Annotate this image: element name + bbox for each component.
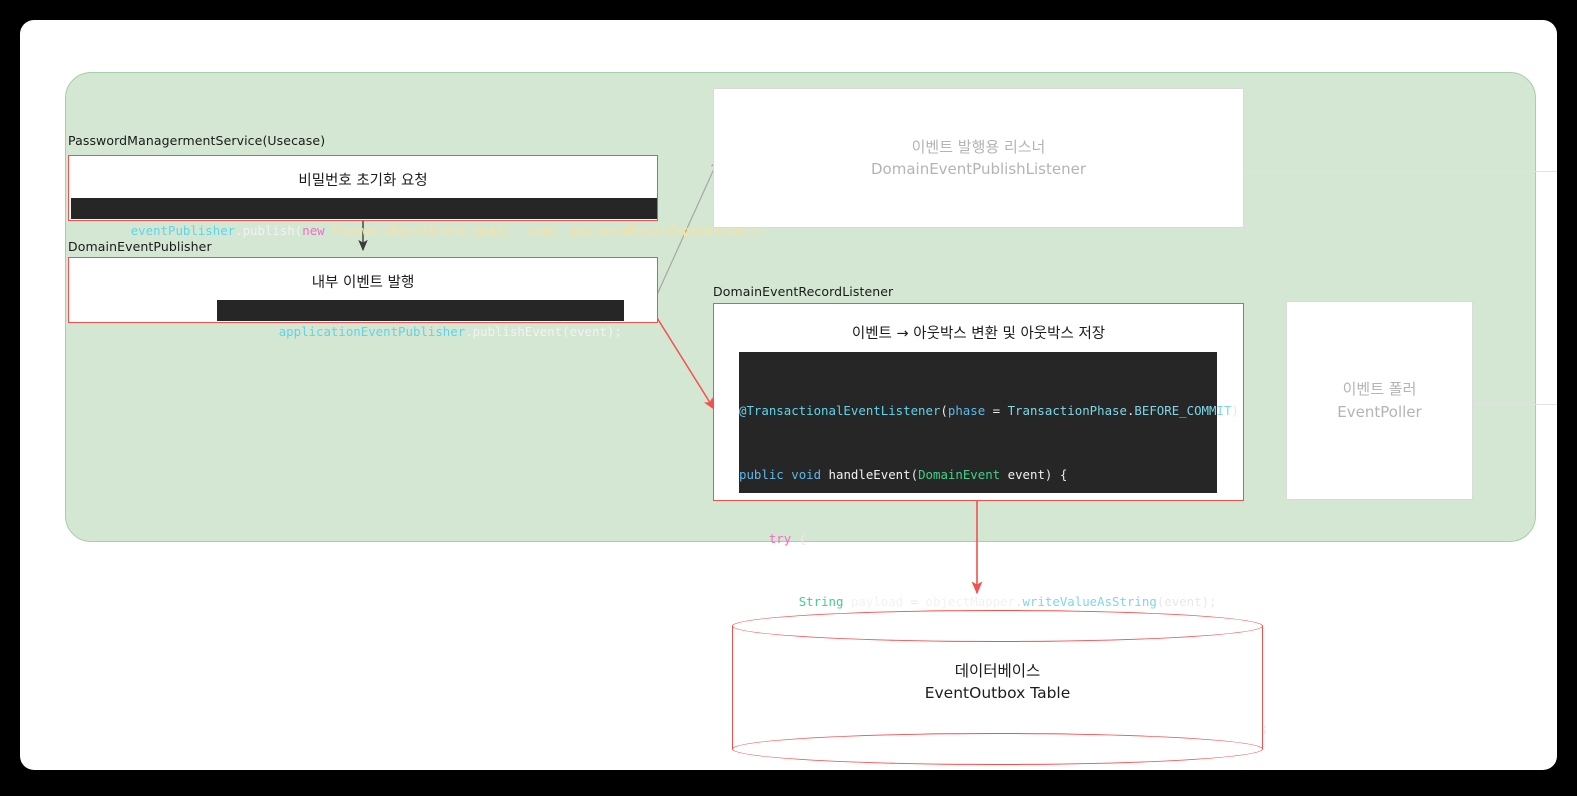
cylinder-top-ellipse bbox=[732, 610, 1263, 642]
record-listener-group-label: DomainEventRecordListener bbox=[713, 284, 894, 299]
cylinder-body bbox=[732, 626, 1263, 749]
internal-event-publish-code: applicationEventPublisher.publishEvent(e… bbox=[217, 300, 624, 339]
usecase-group-label: PasswordManagermentService(Usecase) bbox=[68, 133, 326, 148]
database-line2: EventOutbox Table bbox=[924, 684, 1071, 703]
code-token-publish-event-call: .publishEvent(event); bbox=[465, 324, 622, 339]
publish-listener-line1: 이벤트 발행용 리스너 bbox=[911, 137, 1046, 156]
code-token-new-keyword: new bbox=[302, 223, 325, 238]
publish-listener-outbound-line bbox=[1243, 171, 1557, 172]
password-reset-request-box: 비밀번호 초기화 요청 eventPublisher.publish(new P… bbox=[68, 155, 765, 238]
code-line-2: try { bbox=[768, 530, 807, 546]
diagram-canvas: PasswordManagermentService(Usecase) 비밀번호… bbox=[20, 20, 1557, 770]
event-poller-outbound-line bbox=[1473, 404, 1557, 405]
code-line-3: String payload = objectMapper.writeValue… bbox=[798, 594, 1217, 610]
code-token-event-class: PasswordResetEvent bbox=[324, 223, 467, 238]
internal-event-publish-box: 내부 이벤트 발행 applicationEventPublisher.publ… bbox=[68, 257, 658, 339]
database-label: 데이터베이스 EventOutbox Table bbox=[732, 660, 1263, 705]
event-to-outbox-code: @TransactionalEventListener(phase = Tran… bbox=[739, 352, 1269, 736]
code-token-publish-call: .publish( bbox=[235, 223, 303, 238]
publisher-group-label: DomainEventPublisher bbox=[68, 239, 212, 254]
code-token-application-event-publisher: applicationEventPublisher bbox=[278, 324, 466, 339]
event-to-outbox-box: 이벤트 → 아웃박스 변환 및 아웃박스 저장 @TransactionalEv… bbox=[713, 303, 1269, 736]
event-poller-line2: EventPoller bbox=[1337, 402, 1422, 421]
event-poller-box: 이벤트 폴러 EventPoller bbox=[1286, 301, 1473, 500]
database-cylinder: 데이터베이스 EventOutbox Table bbox=[732, 610, 1263, 765]
password-reset-request-title: 비밀번호 초기화 요청 bbox=[298, 173, 428, 189]
password-reset-request-code: eventPublisher.publish(new PasswordReset… bbox=[71, 198, 765, 238]
domain-event-publish-listener-box: 이벤트 발행용 리스너 DomainEventPublishListener bbox=[713, 88, 1244, 228]
event-poller-line1: 이벤트 폴러 bbox=[1342, 380, 1417, 398]
cylinder-bottom-ellipse bbox=[732, 733, 1263, 765]
code-line-0: @TransactionalEventListener(phase = Tran… bbox=[739, 403, 1239, 419]
event-to-outbox-title: 이벤트 → 아웃박스 변환 및 아웃박스 저장 bbox=[851, 326, 1106, 342]
database-line1: 데이터베이스 bbox=[954, 662, 1041, 680]
code-token-event-publisher: eventPublisher bbox=[130, 223, 236, 238]
code-line-1: public void handleEvent(DomainEvent even… bbox=[739, 467, 1068, 483]
publish-listener-line2: DomainEventPublishListener bbox=[871, 160, 1086, 178]
internal-event-publish-title: 내부 이벤트 발행 bbox=[311, 275, 415, 291]
